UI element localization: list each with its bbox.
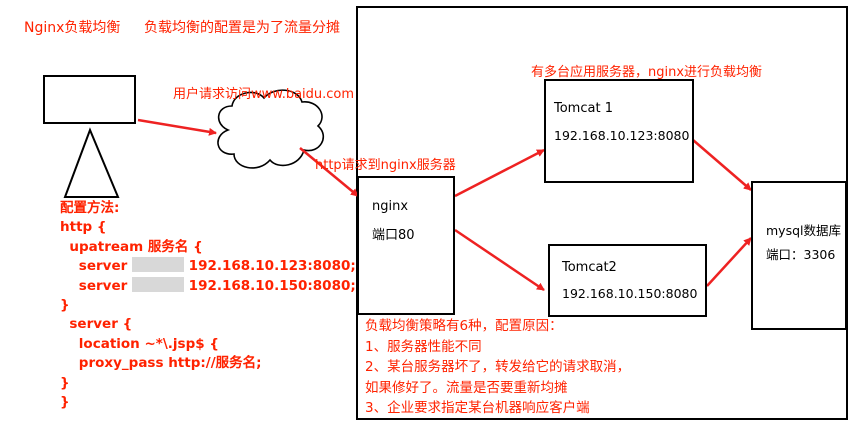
strategy-item: 2、某台服务器坏了，转发给它的请求取消， (365, 359, 631, 375)
arrow-tomcat2-to-mysql (706, 237, 752, 287)
arrow-cloud-to-nginx (299, 147, 359, 197)
config-line: server { (60, 316, 133, 333)
tomcat2-addr: 192.168.10.150:8080 (562, 286, 698, 301)
redacted-weight (131, 257, 184, 273)
nginx-name: nginx (372, 199, 409, 214)
nginx-port: 端口80 (372, 228, 415, 243)
config-line: } (60, 374, 70, 391)
strategy-item: 如果修好了。流量是否要重新均摊 (365, 379, 568, 396)
internet-cloud (217, 89, 324, 169)
config-line: proxy_pass http://服务名; (60, 355, 262, 372)
mysql-node: mysql数据库 端口：3306 (751, 181, 847, 330)
config-line: http { (60, 219, 107, 236)
config-server-line: server 192.168.10.150:8080; (60, 276, 356, 294)
config-line: location ~*\.jsp$ { (60, 335, 219, 352)
strategy-item: 3、企业要求指定某台机器响应客户端 (365, 400, 590, 416)
redacted-weight (131, 276, 184, 292)
config-heading: 配置方法: (60, 200, 120, 216)
arrow-tomcat1-to-mysql (692, 139, 752, 191)
strategy-item: 1、服务器性能不同 (365, 338, 482, 355)
tomcat1-node: Tomcat 1 192.168.10.123:8080 (544, 79, 694, 183)
config-line: } (60, 394, 70, 411)
request-label: 用户请求访问www.baidu.com (173, 87, 355, 102)
arrow-nginx-to-tomcat1 (454, 148, 545, 198)
mysql-port: 端口：3306 (766, 247, 836, 262)
strategy-heading: 负载均衡策略有6种，配置原因： (365, 318, 563, 334)
nginx-node: nginx 端口80 (357, 176, 455, 315)
strategy-notes: 负载均衡策略有6种，配置原因： 1、服务器性能不同 2、某台服务器坏了，转发给它… (365, 316, 630, 419)
config-line: upatream 服务名 { (60, 238, 203, 255)
tomcat1-addr: 192.168.10.123:8080 (554, 128, 690, 143)
mysql-name: mysql数据库 (766, 223, 841, 238)
config-server-line: server 192.168.10.123:8080; (60, 257, 356, 275)
config-block: 配置方法: http { upatream 服务名 { server 192.16… (60, 199, 356, 412)
tomcat1-name: Tomcat 1 (554, 101, 613, 116)
tomcat2-name: Tomcat2 (562, 260, 617, 275)
user-computer-stand (63, 127, 120, 198)
tomcat2-node: Tomcat2 192.168.10.150:8080 (548, 244, 707, 317)
config-line: } (60, 297, 70, 314)
servers-label: 有多台应用服务器，nginx进行负载均衡 (531, 65, 763, 80)
user-computer-monitor (43, 75, 136, 124)
diagram-title: Nginx负载均衡 (24, 20, 121, 36)
arrow-user-to-cloud (137, 118, 217, 136)
diagram-subtitle: 负载均衡的配置是为了流量分摊 (144, 20, 340, 36)
http-label: http请求到nginx服务器 (315, 158, 456, 173)
arrow-nginx-to-tomcat2 (454, 228, 545, 292)
